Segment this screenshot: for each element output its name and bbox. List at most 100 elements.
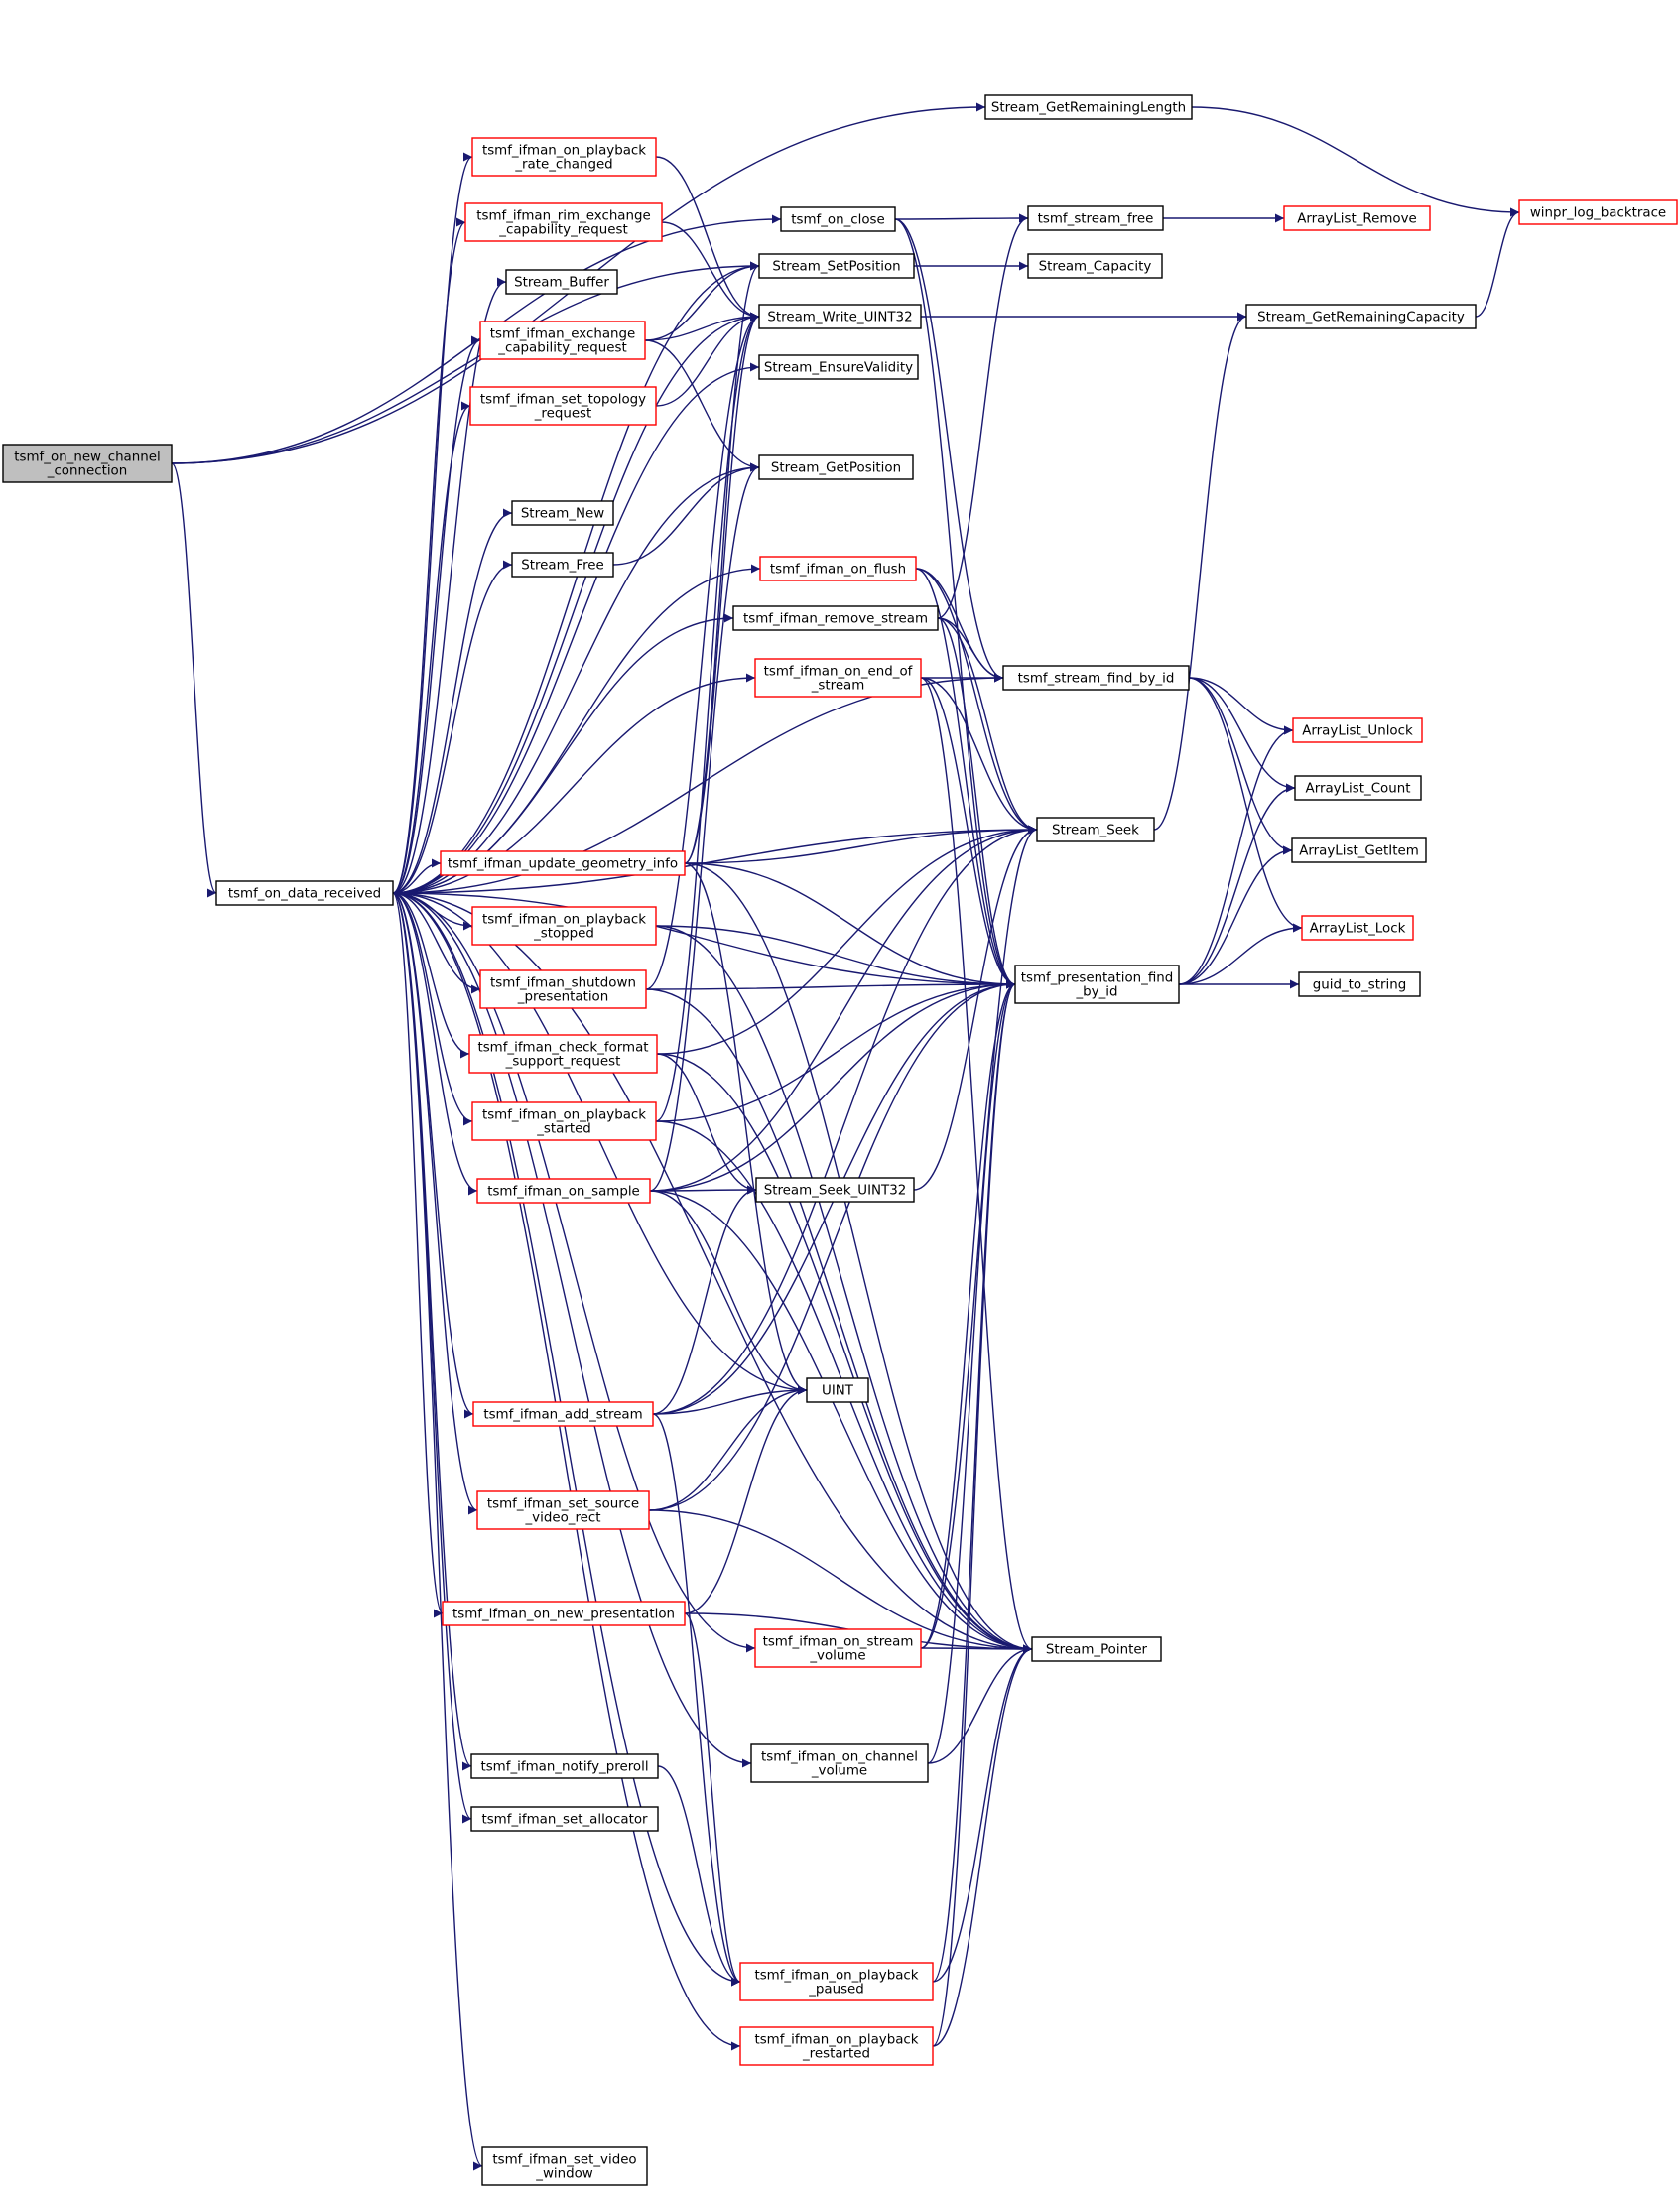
node-arraylist-lock[interactable]: ArrayList_Lock bbox=[1301, 915, 1414, 941]
node-root[interactable]: tsmf_on_new_channel_connection bbox=[2, 444, 173, 483]
node-stream-new[interactable]: Stream_New bbox=[511, 500, 614, 526]
node-winpr-log-backtrace[interactable]: winpr_log_backtrace bbox=[1518, 199, 1678, 225]
node-box[interactable] bbox=[471, 137, 657, 177]
node-set-allocator[interactable]: tsmf_ifman_set_allocator bbox=[470, 1806, 659, 1832]
node-box[interactable] bbox=[750, 1743, 929, 1783]
node-arraylist-getitem[interactable]: ArrayList_GetItem bbox=[1291, 837, 1427, 863]
node-add-stream[interactable]: tsmf_ifman_add_stream bbox=[472, 1401, 654, 1427]
node-on-flush[interactable]: tsmf_ifman_on_flush bbox=[759, 556, 917, 581]
node-stream-find-by-id[interactable]: tsmf_stream_find_by_id bbox=[1002, 665, 1190, 691]
node-box[interactable] bbox=[806, 1377, 869, 1403]
node-box[interactable] bbox=[479, 969, 647, 1009]
node-tsmf-stream-free[interactable]: tsmf_stream_free bbox=[1027, 205, 1164, 231]
node-exchange-cap[interactable]: tsmf_ifman_exchange_capability_request bbox=[479, 321, 646, 360]
node-box[interactable] bbox=[732, 605, 939, 631]
node-box[interactable] bbox=[511, 552, 614, 578]
node-on-new-presentation[interactable]: tsmf_ifman_on_new_presentation bbox=[442, 1601, 686, 1626]
node-stream-capacity[interactable]: Stream_Capacity bbox=[1027, 253, 1163, 279]
node-notify-preroll[interactable]: tsmf_ifman_notify_preroll bbox=[470, 1753, 659, 1779]
node-box[interactable] bbox=[759, 556, 917, 581]
node-stream-seek-uint32[interactable]: Stream_Seek_UINT32 bbox=[755, 1177, 915, 1203]
node-stream-getremainingcapacity[interactable]: Stream_GetRemainingCapacity bbox=[1245, 304, 1477, 329]
node-box[interactable] bbox=[1518, 199, 1678, 225]
node-box[interactable] bbox=[481, 2146, 648, 2186]
node-set-topology[interactable]: tsmf_ifman_set_topology_request bbox=[469, 386, 657, 426]
node-box[interactable] bbox=[511, 500, 614, 526]
node-box[interactable] bbox=[984, 94, 1193, 120]
node-box[interactable] bbox=[505, 269, 618, 295]
node-box[interactable] bbox=[476, 1490, 650, 1530]
node-presentation-find-by-id[interactable]: tsmf_presentation_find_by_id bbox=[1014, 965, 1180, 1004]
node-box[interactable] bbox=[1036, 817, 1155, 842]
node-box[interactable] bbox=[1031, 1636, 1162, 1662]
node-box[interactable] bbox=[780, 206, 896, 232]
node-box[interactable] bbox=[758, 304, 922, 329]
node-box[interactable] bbox=[739, 2026, 934, 2066]
node-box[interactable] bbox=[440, 850, 686, 876]
node-box[interactable] bbox=[1245, 304, 1477, 329]
node-box[interactable] bbox=[758, 354, 919, 380]
node-box[interactable] bbox=[470, 1806, 659, 1832]
node-stream-buffer[interactable]: Stream_Buffer bbox=[505, 269, 618, 295]
node-stream-ensurevalidity[interactable]: Stream_EnsureValidity bbox=[758, 354, 919, 380]
node-box[interactable] bbox=[442, 1601, 686, 1626]
node-uint[interactable]: UINT bbox=[806, 1377, 869, 1403]
node-box[interactable] bbox=[1014, 965, 1180, 1004]
node-box[interactable] bbox=[739, 1962, 934, 2001]
node-box[interactable] bbox=[479, 321, 646, 360]
node-rim-exchange[interactable]: tsmf_ifman_rim_exchange_capability_reque… bbox=[464, 202, 663, 242]
node-stream-setposition[interactable]: Stream_SetPosition bbox=[758, 253, 915, 279]
node-box[interactable] bbox=[1027, 205, 1164, 231]
node-on-stream-volume[interactable]: tsmf_ifman_on_stream_volume bbox=[754, 1628, 922, 1668]
node-on-playback-paused[interactable]: tsmf_ifman_on_playback_paused bbox=[739, 1962, 934, 2001]
node-box[interactable] bbox=[1294, 775, 1422, 801]
node-box[interactable] bbox=[2, 444, 173, 483]
node-on-data-received[interactable]: tsmf_on_data_received bbox=[215, 880, 394, 906]
node-check-format[interactable]: tsmf_ifman_check_format_support_request bbox=[468, 1034, 658, 1074]
node-on-close[interactable]: tsmf_on_close bbox=[780, 206, 896, 232]
node-on-playback-rate-changed[interactable]: tsmf_ifman_on_playback_rate_changed bbox=[471, 137, 657, 177]
node-on-playback-stopped[interactable]: tsmf_ifman_on_playback_stopped bbox=[471, 906, 657, 946]
node-guid-to-string[interactable]: guid_to_string bbox=[1298, 971, 1421, 997]
node-on-sample[interactable]: tsmf_ifman_on_sample bbox=[476, 1178, 651, 1204]
node-on-end-of-stream[interactable]: tsmf_ifman_on_end_of_stream bbox=[754, 658, 922, 698]
node-arraylist-count[interactable]: ArrayList_Count bbox=[1294, 775, 1422, 801]
node-stream-getposition[interactable]: Stream_GetPosition bbox=[758, 454, 914, 480]
node-box[interactable] bbox=[754, 1628, 922, 1668]
node-box[interactable] bbox=[476, 1178, 651, 1204]
node-box[interactable] bbox=[470, 1753, 659, 1779]
node-box[interactable] bbox=[464, 202, 663, 242]
node-box[interactable] bbox=[471, 906, 657, 946]
node-on-playback-started[interactable]: tsmf_ifman_on_playback_started bbox=[471, 1101, 657, 1141]
node-box[interactable] bbox=[754, 658, 922, 698]
node-box[interactable] bbox=[755, 1177, 915, 1203]
node-box[interactable] bbox=[758, 454, 914, 480]
node-box[interactable] bbox=[1027, 253, 1163, 279]
node-box[interactable] bbox=[469, 386, 657, 426]
node-on-playback-restarted[interactable]: tsmf_ifman_on_playback_restarted bbox=[739, 2026, 934, 2066]
node-stream-write-uint32[interactable]: Stream_Write_UINT32 bbox=[758, 304, 922, 329]
node-stream-seek[interactable]: Stream_Seek bbox=[1036, 817, 1155, 842]
node-shutdown-presentation[interactable]: tsmf_ifman_shutdown_presentation bbox=[479, 969, 647, 1009]
node-box[interactable] bbox=[1291, 837, 1427, 863]
node-box[interactable] bbox=[1283, 205, 1431, 231]
node-set-video-window[interactable]: tsmf_ifman_set_video_window bbox=[481, 2146, 648, 2186]
node-set-source-video-rect[interactable]: tsmf_ifman_set_source_video_rect bbox=[476, 1490, 650, 1530]
node-box[interactable] bbox=[1298, 971, 1421, 997]
node-box[interactable] bbox=[758, 253, 915, 279]
node-box[interactable] bbox=[472, 1401, 654, 1427]
node-stream-free-fn[interactable]: Stream_Free bbox=[511, 552, 614, 578]
node-update-geometry[interactable]: tsmf_ifman_update_geometry_info bbox=[440, 850, 686, 876]
node-box[interactable] bbox=[468, 1034, 658, 1074]
node-box[interactable] bbox=[1301, 915, 1414, 941]
node-stream-pointer[interactable]: Stream_Pointer bbox=[1031, 1636, 1162, 1662]
node-box[interactable] bbox=[471, 1101, 657, 1141]
node-box[interactable] bbox=[1292, 717, 1423, 743]
node-box[interactable] bbox=[215, 880, 394, 906]
node-on-channel-volume[interactable]: tsmf_ifman_on_channel_volume bbox=[750, 1743, 929, 1783]
node-box[interactable] bbox=[1002, 665, 1190, 691]
node-remove-stream[interactable]: tsmf_ifman_remove_stream bbox=[732, 605, 939, 631]
node-arraylist-unlock[interactable]: ArrayList_Unlock bbox=[1292, 717, 1423, 743]
node-stream-getremaininglength[interactable]: Stream_GetRemainingLength bbox=[984, 94, 1193, 120]
node-arraylist-remove[interactable]: ArrayList_Remove bbox=[1283, 205, 1431, 231]
